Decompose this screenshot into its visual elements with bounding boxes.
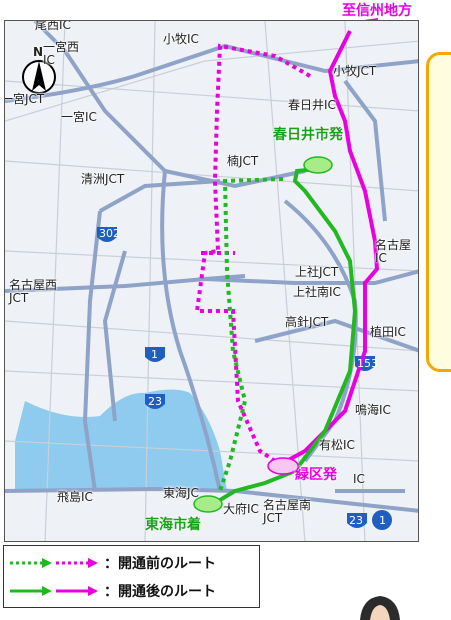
label-narumi-ic: 鳴海IC [355,403,391,417]
route-shield-23b: 23 [349,514,363,527]
marker-kasugai-start: 春日井市発 [273,127,343,143]
label-tobishima-ic: 飛島IC [57,490,93,504]
route-after-green [213,167,358,505]
label-kasugai-ic: 春日井IC [288,98,336,112]
label-ueda-ic: 植田IC [370,325,406,339]
route-shield-23: 23 [148,395,162,408]
legend-row-after: ：開通後のルート [8,578,216,604]
marker-tokai-end: 東海市着 [145,517,201,533]
legend-text-before: ：開通前のルート [104,556,216,572]
destination-label: 至信州地方 [342,3,412,19]
marker-midori-start: 緑区発 [295,467,337,483]
route-shields [97,227,392,530]
note-box [426,52,451,372]
sea-area [15,389,227,491]
label-ichinomiya-nishi-ic: 一宮西 IC [43,40,80,67]
label-nagoya-ic: 名古屋 IC [375,238,412,265]
label-arimatsu-ic: 有松IC [319,438,355,452]
label-komaki-ic: 小牧IC [163,32,199,46]
legend-solid-arrows-icon [10,586,98,596]
route-after-magenta [282,30,380,465]
label-kiyosu-jct: 清洲JCT [81,172,125,186]
route-shield-1: 1 [151,348,158,361]
kasugai-origin-marker [303,156,333,174]
label-bisai-ic: 尾西IC [35,20,71,32]
label-kusu-jct: 楠JCT [227,154,259,168]
route-before-magenta [194,43,311,463]
label-nagoya-minami-jct: 名古屋南 JCT [263,498,312,525]
label-komaki-jct: 小牧JCT [333,64,377,78]
label-ichinomiya-jct: 一宮JCT [4,92,45,106]
label-kamiyashiro-jct: 上社JCT [295,265,339,279]
route-shield-1b: 1 [379,514,386,527]
tokai-destination-marker [193,495,223,513]
legend: ：開通前のルート ：開通後のルート [3,545,260,608]
compass-label: N [33,45,44,59]
route-shield-302: 302 [99,227,120,240]
route-before-green [218,177,284,492]
label-ichinomiya-ic: 一宮IC [61,110,97,124]
route-shield-153: 153 [357,357,378,370]
label-obu-ic: 大府IC [223,502,259,516]
person-illustration-icon [360,596,400,620]
label-ic-fragment: IC [353,472,365,486]
midori-origin-marker [267,457,299,475]
map-canvas: N 尾西IC 一宮西 IC 一宮JCT 一宮IC 小牧IC 小牧JCT 春日井I… [4,20,419,542]
legend-dotted-arrows-icon [10,558,98,568]
label-takabari-jct: 高針JCT [285,315,329,329]
legend-row-before: ：開通前のルート [8,550,216,576]
label-nagoya-nishi-jct: 名古屋西 JCT [9,278,58,305]
legend-text-after: ：開通後のルート [104,584,216,600]
compass-icon [22,60,56,94]
label-kamiyashiro-minami-ic: 上社南IC [293,285,341,299]
map-base [5,21,418,541]
label-tokai-jct: 東海JC [163,486,199,500]
